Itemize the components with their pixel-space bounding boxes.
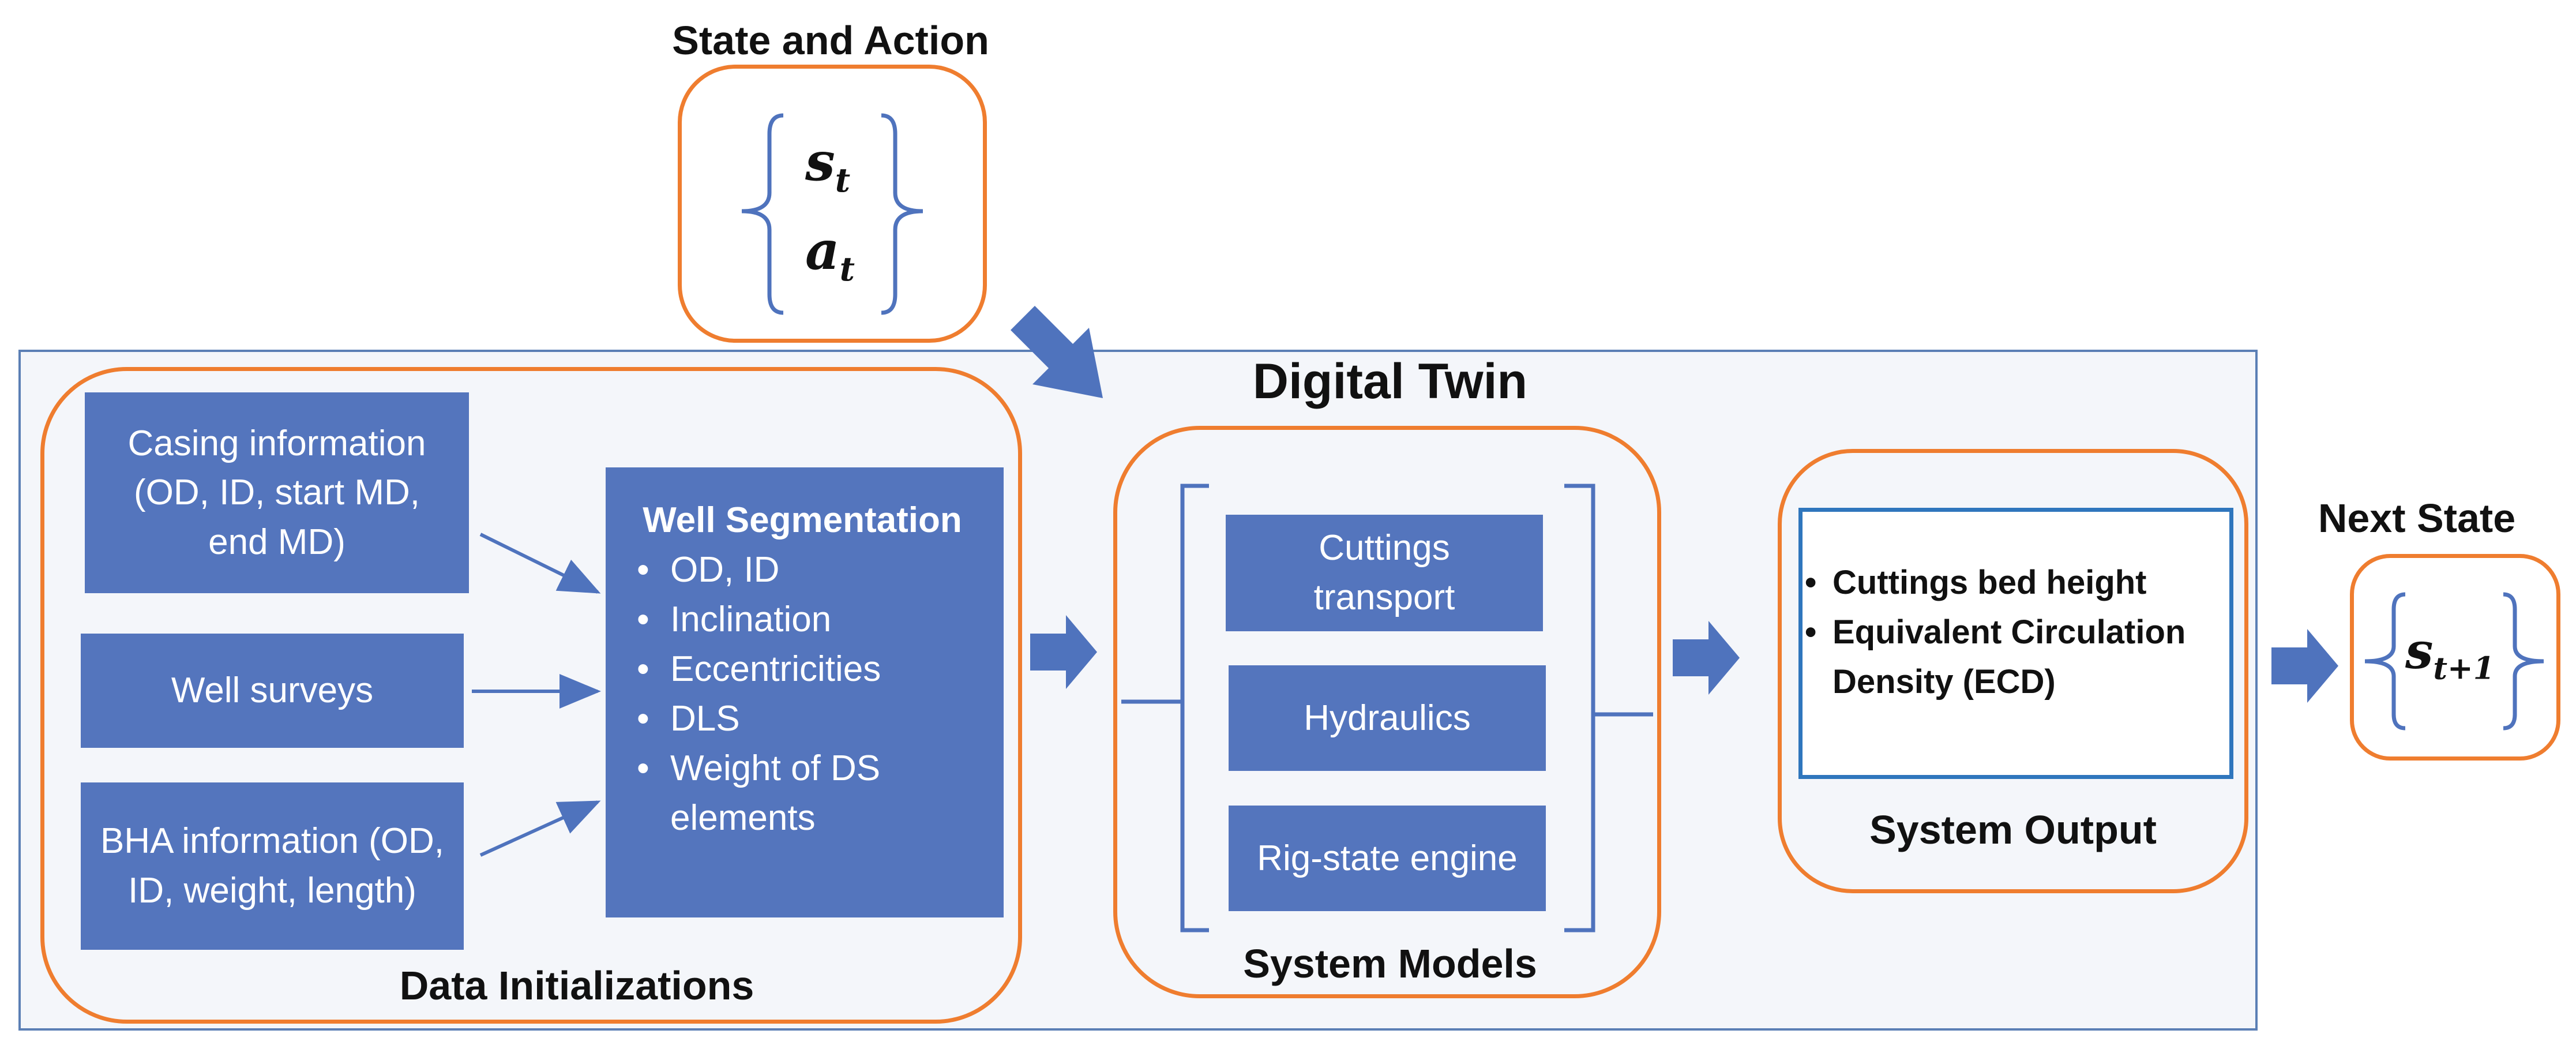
data-initializations-frame (40, 367, 1022, 1024)
list-item: Eccentricities (624, 645, 981, 694)
bha-information-box: BHA information (OD, ID, weight, length) (81, 782, 464, 950)
list-item: DLS (624, 694, 981, 744)
casing-information-box: Casing information (OD, ID, start MD, en… (85, 392, 469, 593)
well-segmentation-box: Well Segmentation OD, ID Inclination Ecc… (606, 467, 1004, 917)
state-action-to-twin-arrow (1011, 306, 1103, 398)
left-brace (741, 113, 784, 315)
next-state-symbol: st+1 (2405, 622, 2495, 687)
well-segmentation-title: Well Segmentation (643, 500, 962, 540)
casing-to-segmentation-arrow (479, 533, 601, 594)
system-output-box: Cuttings bed height Equivalent Circulati… (1798, 508, 2233, 779)
next-state-title: Next State (2318, 496, 2516, 541)
system-output-title: System Output (1869, 807, 2157, 852)
digital-twin-title: Digital Twin (1252, 354, 1528, 409)
left-bracket (1121, 484, 1209, 932)
right-brace (881, 113, 923, 315)
bha-to-segmentation-arrow (479, 800, 601, 857)
list-item: Inclination (624, 595, 981, 645)
right-bracket (1564, 484, 1653, 932)
system-output-frame (1778, 449, 2248, 893)
system-models-frame (1113, 426, 1661, 998)
list-item: Equivalent Circulation Density (ECD) (1803, 608, 2218, 707)
output-to-next-state-arrow (2271, 629, 2338, 703)
models-to-output-arrow (1673, 621, 1740, 695)
well-surveys-box: Well surveys (81, 634, 464, 748)
well-segmentation-list: OD, ID Inclination Eccentricities DLS We… (624, 545, 981, 843)
output-list: Cuttings bed height Equivalent Circulati… (1803, 558, 2218, 707)
state-and-action-title: State and Action (672, 18, 989, 63)
cuttings-transport-box: Cuttings transport (1226, 515, 1543, 631)
left-brace (2364, 592, 2406, 731)
next-state-frame (2350, 554, 2560, 761)
system-models-title: System Models (1243, 941, 1537, 986)
state-symbol: st (805, 130, 851, 200)
data-initializations-title: Data Initializations (399, 963, 754, 1008)
rig-state-engine-box: Rig-state engine (1229, 806, 1546, 911)
init-to-models-arrow (1030, 615, 1097, 689)
list-item: Weight of DS elements (624, 744, 981, 843)
list-item: Cuttings bed height (1803, 558, 2218, 608)
right-brace (2503, 592, 2544, 731)
list-item: OD, ID (624, 545, 981, 595)
hydraulics-box: Hydraulics (1229, 665, 1546, 771)
state-action-frame (678, 65, 987, 343)
action-symbol: at (805, 219, 855, 289)
